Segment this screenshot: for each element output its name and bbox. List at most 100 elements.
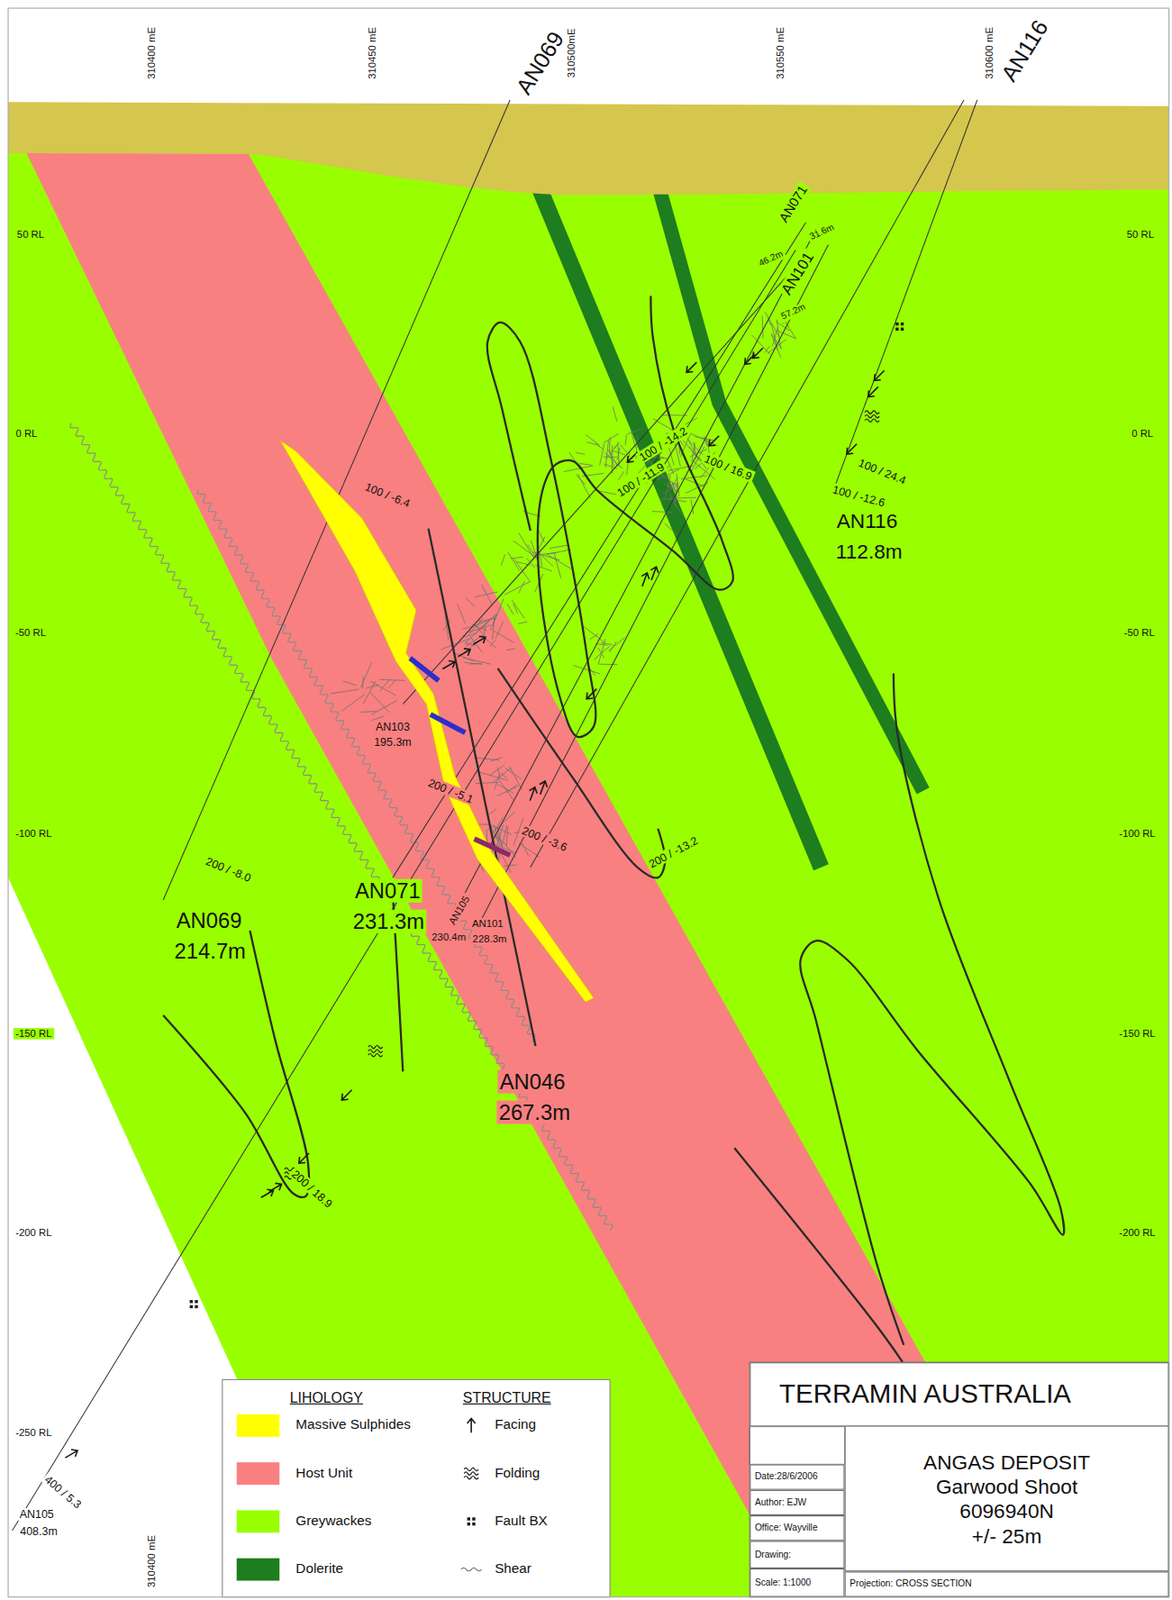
rl-label: -200 RL [1117,1226,1158,1238]
company-cell: TERRAMIN AUSTRALIA [749,1362,1169,1427]
strike-tick [485,829,488,842]
fold-trace [498,668,666,879]
legend-text: Fault BX [494,1513,548,1529]
strike-tick [626,452,630,476]
drillhole-trace [530,99,964,868]
title-text: Date:28/6/2006 [754,1471,818,1482]
legend-swatch [236,1462,281,1485]
fold-mark [368,1049,383,1053]
fold-trace [163,930,309,1198]
hole-depth-label: 267.3m [496,1100,573,1125]
strike-tick [598,638,606,665]
legend-text: Greywackes [295,1513,372,1529]
strike-tick [539,550,543,566]
strike-tick [662,499,688,502]
strike-tick [372,699,398,715]
rl-label: -150 RL [13,1027,55,1039]
facing-arrow [864,383,882,400]
strike-tick [618,471,625,481]
rl-label: -50 RL [13,626,49,638]
legend-swatch [236,1558,281,1581]
hole-end-label: AN069 [173,908,244,933]
legend-text: Folding [494,1465,540,1481]
easting-label: 310400 mE [145,1533,156,1590]
strike-tick [499,780,514,800]
strike-tick [548,549,572,555]
facing-arrow [871,367,888,384]
fault-dot [900,322,904,326]
strike-tick [494,773,500,790]
strike-tick [472,624,487,631]
strike-tick [772,327,778,347]
rl-label: -250 RL [13,1426,55,1438]
fold-mark [368,1053,383,1057]
strike-tick [598,647,605,659]
drillhole-traces [12,99,978,1531]
facing-symbol [296,1150,313,1167]
map-frame [8,8,1170,1598]
strike-tick [497,766,500,780]
massive-sulphide-lens [280,440,594,1002]
facing-arrow [638,571,652,588]
strike-tick [590,634,599,640]
fold-mark [463,1475,479,1479]
office-cell: Office: Wayville [749,1515,845,1541]
hole-end-label: AN046 [497,1070,567,1094]
strike-tick [464,662,483,664]
fold-mark [864,410,880,414]
strike-tick [454,653,474,662]
legend-swatch [236,1509,281,1533]
rl-label: -100 RL [1117,827,1158,839]
strike-tick [767,339,787,355]
fold-trace [799,673,1064,1345]
strike-tick [762,316,764,339]
strike-tick [599,663,618,665]
strike-tick [517,621,527,624]
hole-depth-label: 112.8m [834,539,905,563]
facing-arrow [706,433,723,450]
strike-tick [666,458,674,475]
strike-tick [361,662,373,688]
facing-arrow [296,1150,313,1167]
scale-cell: Scale: 1:1000 [749,1568,845,1598]
facing-symbol [706,433,723,450]
strike-tick [501,825,507,846]
greywacke-unit [8,143,1170,1598]
fault-dot [467,1522,471,1526]
rl-label: 0 RL [1129,427,1155,439]
title-text: TERRAMIN AUSTRALIA [779,1378,1072,1410]
strike-tick [463,657,492,664]
facing-symbol [749,345,766,362]
easting-label: 310400 mE [145,25,156,82]
strike-tick [509,556,523,558]
legend-text: Massive Sulphides [295,1417,410,1434]
title-text: Author: EJW [754,1497,807,1509]
title-block-cell [749,1426,845,1465]
fold-traces [163,295,1064,1363]
strike-tick [506,784,518,793]
facing-symbol [647,565,661,582]
hole-depth-label: 408.3m [18,1524,60,1537]
title-text: Scale: 1:1000 [754,1577,811,1589]
fault-dot [472,1517,475,1520]
facing-arrow [267,1181,284,1196]
fold-mark [864,414,880,418]
facing-arrow [844,441,861,458]
legend-text: Dolerite [295,1562,344,1578]
shear-mark [461,1567,482,1571]
strike-tick [690,433,718,446]
strike-tick [672,481,678,497]
strike-tick [603,433,619,443]
facing-arrow [741,351,758,368]
hole-end-label: AN103 [373,720,413,734]
date-cell: Date:28/6/2006 [749,1463,845,1490]
hole-depth-label: 214.7m [172,939,248,964]
legend-swatch [236,1414,281,1437]
rl-label: 50 RL [15,228,47,240]
strike-tick [625,435,627,446]
strike-tick [360,710,377,713]
strike-tick [465,598,475,607]
strike-tick [379,679,405,681]
hole-end-label: AN116 [834,508,900,532]
strike-tick [341,694,365,712]
